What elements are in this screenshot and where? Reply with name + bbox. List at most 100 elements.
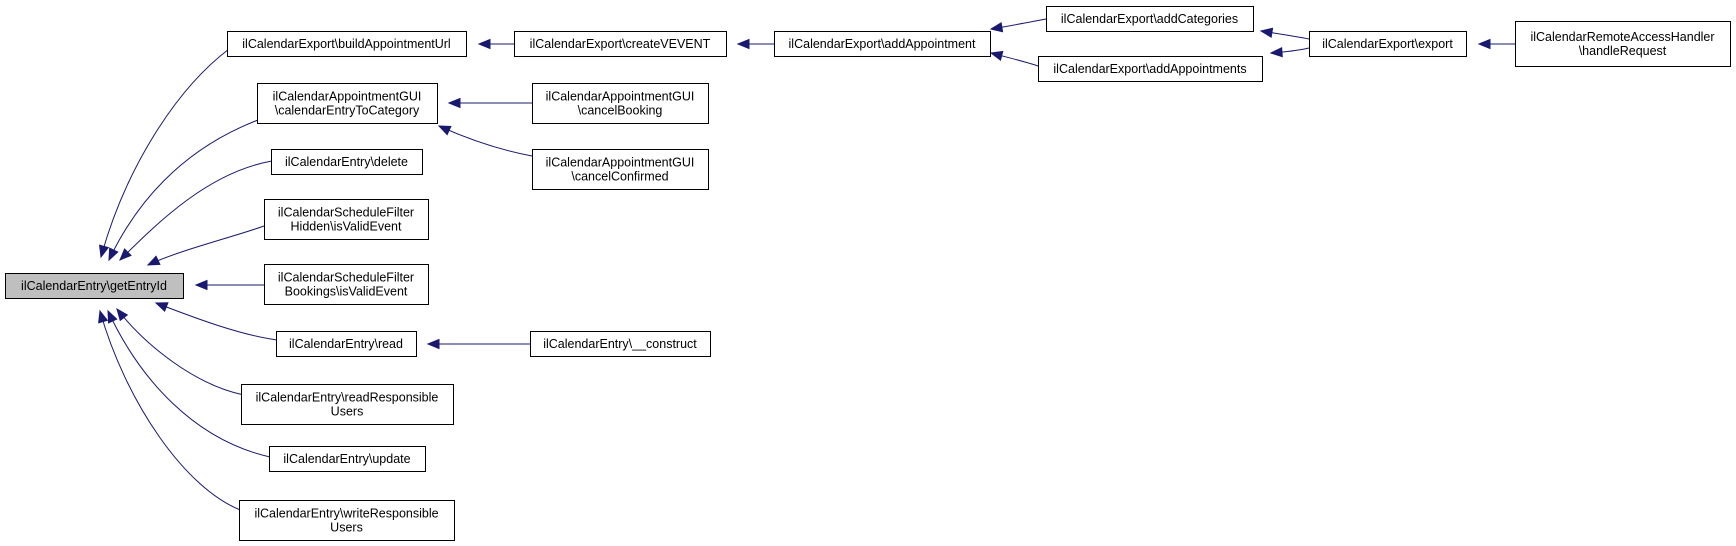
node-box[interactable]: [239, 500, 455, 541]
edge-line: [108, 119, 259, 261]
arrowhead-icon: [116, 307, 129, 322]
node-bau[interactable]: ilCalendarExport\buildAppointmentUrl: [227, 31, 467, 57]
node-label: ilCalendarExport\buildAppointmentUrl: [242, 37, 450, 51]
node-label: ilCalendarExport\addCategories: [1061, 12, 1238, 26]
edge-line: [147, 225, 265, 266]
node-aa[interactable]: ilCalendarExport\addAppointment: [774, 31, 991, 57]
node-cons[interactable]: ilCalendarEntry\__construct: [530, 331, 711, 357]
node-hr[interactable]: ilCalendarRemoteAccessHandler\handleRequ…: [1515, 21, 1731, 67]
node-acat[interactable]: ilCalendarExport\addCategories: [1046, 6, 1254, 32]
node-cc[interactable]: ilCalendarAppointmentGUI\cancelConfirmed: [532, 149, 709, 190]
node-label: ilCalendarAppointmentGUI: [546, 90, 695, 104]
nodes-layer: ilCalendarEntry\getEntryId ilCalendarExpo…: [5, 6, 1731, 541]
node-label: ilCalendarEntry\read: [289, 337, 403, 351]
node-cetc[interactable]: ilCalendarAppointmentGUI\calendarEntryTo…: [257, 83, 438, 124]
node-box[interactable]: [532, 83, 709, 124]
edge-cb-to-cetc: [447, 97, 532, 109]
node-label: ilCalendarScheduleFilter: [278, 206, 414, 220]
edge-exp-to-acat: [1259, 27, 1310, 40]
edge-bau-to-root: [99, 48, 230, 259]
edge-line: [119, 160, 273, 261]
arrowhead-icon: [1269, 46, 1283, 58]
node-sfh[interactable]: ilCalendarScheduleFilterHidden\isValidEv…: [264, 199, 429, 240]
node-cb[interactable]: ilCalendarAppointmentGUI\cancelBooking: [532, 83, 709, 124]
arrowhead-icon: [447, 97, 461, 109]
arrowhead-icon: [194, 279, 208, 291]
node-label: ilCalendarEntry\delete: [285, 155, 408, 169]
node-box[interactable]: [276, 331, 417, 357]
node-upd[interactable]: ilCalendarEntry\update: [269, 446, 426, 472]
arrowhead-icon: [989, 50, 1004, 61]
edge-wru-to-root: [98, 309, 244, 512]
node-label: ilCalendarExport\addAppointment: [789, 37, 976, 51]
edge-line: [99, 310, 244, 512]
node-box[interactable]: [1038, 56, 1263, 82]
edge-aas-to-aa: [989, 50, 1039, 67]
node-box[interactable]: [514, 31, 727, 57]
arrowhead-icon: [1477, 38, 1491, 50]
edge-exp-to-aas: [1269, 46, 1310, 58]
edge-cc-to-cetc: [437, 125, 533, 157]
node-box[interactable]: [271, 149, 423, 175]
node-label: ilCalendarScheduleFilter: [278, 271, 414, 285]
node-label: Bookings\isValidEvent: [285, 285, 408, 299]
node-root[interactable]: ilCalendarEntry\getEntryId: [5, 273, 184, 299]
edge-line: [107, 310, 271, 458]
edge-acat-to-aa: [989, 18, 1047, 33]
node-label: ilCalendarEntry\writeResponsible: [254, 507, 438, 521]
node-box[interactable]: [1046, 6, 1254, 32]
node-box[interactable]: [227, 31, 467, 57]
arrowhead-icon: [736, 38, 750, 50]
node-label: \calendarEntryToCategory: [275, 104, 420, 118]
node-label: ilCalendarAppointmentGUI: [546, 156, 695, 170]
arrowhead-icon: [107, 309, 118, 324]
node-box[interactable]: [1515, 21, 1731, 67]
node-box[interactable]: [5, 273, 184, 299]
node-box[interactable]: [264, 199, 429, 240]
node-box[interactable]: [264, 264, 429, 305]
arrowhead-icon: [98, 309, 109, 324]
node-label: \cancelBooking: [578, 104, 663, 118]
node-sfb[interactable]: ilCalendarScheduleFilterBookings\isValid…: [264, 264, 429, 305]
edge-hr-to-exp: [1477, 38, 1515, 50]
node-del[interactable]: ilCalendarEntry\delete: [271, 149, 423, 175]
node-box[interactable]: [530, 331, 711, 357]
arrowhead-icon: [108, 247, 119, 262]
node-label: \cancelConfirmed: [571, 170, 668, 184]
node-exp[interactable]: ilCalendarExport\export: [1309, 31, 1467, 57]
edge-rru-to-root: [116, 307, 245, 396]
node-box[interactable]: [774, 31, 991, 57]
node-label: ilCalendarExport\addAppointments: [1053, 62, 1246, 76]
node-label: Users: [330, 521, 363, 535]
arrowhead-icon: [437, 125, 452, 136]
node-box[interactable]: [257, 83, 438, 124]
arrowhead-icon: [146, 255, 161, 266]
node-cve[interactable]: ilCalendarExport\createVEVENT: [514, 31, 727, 57]
edges-layer: [98, 18, 1515, 512]
node-label: ilCalendarExport\createVEVENT: [530, 37, 711, 51]
edge-sfb-to-root: [194, 279, 264, 291]
node-box[interactable]: [269, 446, 426, 472]
node-label: ilCalendarEntry\__construct: [543, 337, 697, 351]
node-box[interactable]: [241, 384, 454, 425]
edge-del-to-root: [119, 160, 273, 261]
node-label: Users: [331, 405, 364, 419]
arrowhead-icon: [99, 244, 110, 259]
arrowhead-icon: [426, 338, 440, 350]
edge-line: [155, 302, 278, 341]
edge-upd-to-root: [107, 309, 271, 458]
node-label: ilCalendarRemoteAccessHandler: [1530, 30, 1714, 44]
node-label: ilCalendarAppointmentGUI: [273, 90, 422, 104]
arrowhead-icon: [477, 38, 491, 50]
node-box[interactable]: [532, 149, 709, 190]
node-aas[interactable]: ilCalendarExport\addAppointments: [1038, 56, 1263, 82]
node-label: ilCalendarEntry\readResponsible: [256, 391, 439, 405]
node-read[interactable]: ilCalendarEntry\read: [276, 331, 417, 357]
edge-cetc-to-root: [108, 119, 259, 262]
edge-line: [438, 125, 533, 157]
node-label: ilCalendarEntry\getEntryId: [21, 279, 167, 293]
node-box[interactable]: [1309, 31, 1467, 57]
edge-cve-to-bau: [477, 38, 514, 50]
